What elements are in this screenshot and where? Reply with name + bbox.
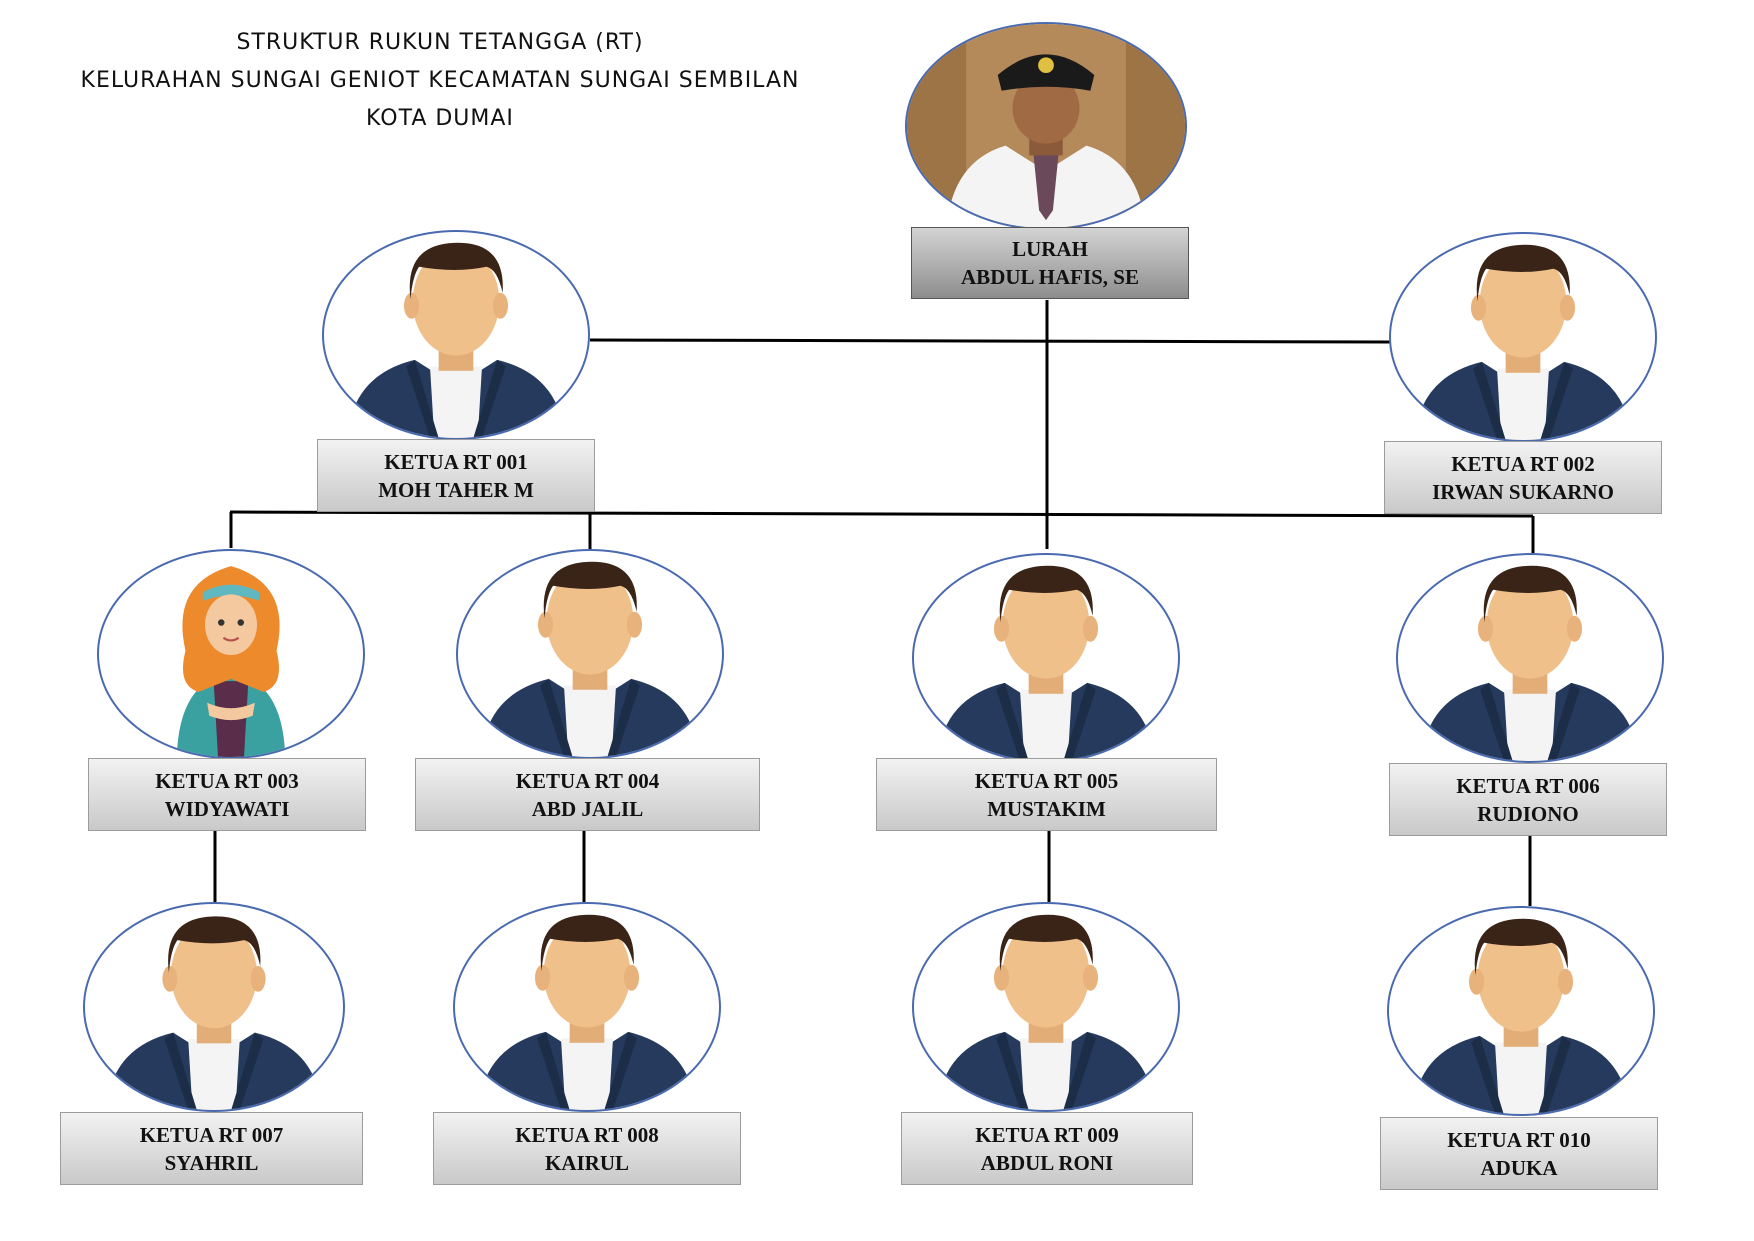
rt010-role: KETUA RT 010 [1447, 1127, 1591, 1152]
rt004-role: KETUA RT 004 [515, 768, 660, 793]
lurah-photo [905, 22, 1187, 230]
rt009-label: KETUA RT 009 ABDUL RONI [901, 1112, 1193, 1185]
connector-level2-bar [229, 510, 1534, 518]
rt001-label: KETUA RT 001 MOH TAHER M [317, 439, 595, 512]
rt002-avatar [1389, 232, 1657, 442]
rt004-avatar [456, 549, 724, 759]
title-line-3: KOTA DUMAI [366, 106, 514, 131]
title-line-2: KELURAHAN SUNGAI GENIOT KECAMATAN SUNGAI… [80, 68, 800, 93]
rt007-avatar [83, 902, 345, 1112]
rt005-role: KETUA RT 005 [974, 768, 1119, 793]
rt002-name: IRWAN SUKARNO [1432, 479, 1614, 504]
female-hijab-avatar-icon [99, 551, 363, 757]
male-avatar-icon [914, 555, 1178, 761]
rt002-role: KETUA RT 002 [1451, 451, 1595, 476]
lurah-label: LURAH ABDUL HAFIS, SE [911, 227, 1189, 299]
rt009-avatar [912, 902, 1180, 1112]
lurah-name: ABDUL HAFIS, SE [961, 265, 1139, 289]
rt001-name: MOH TAHER M [378, 477, 534, 502]
rt006-name: RUDIONO [1477, 801, 1579, 826]
rt001-avatar [322, 230, 590, 440]
rt004-name: ABD JALIL [531, 796, 644, 821]
male-avatar-icon [1389, 908, 1653, 1114]
rt008-avatar [453, 902, 721, 1112]
rt003-role: KETUA RT 003 [155, 768, 299, 793]
rt009-name: ABDUL RONI [980, 1150, 1114, 1175]
rt010-name: ADUKA [1480, 1155, 1558, 1180]
rt008-role: KETUA RT 008 [515, 1122, 659, 1147]
male-avatar-icon [85, 904, 343, 1110]
rt005-avatar [912, 553, 1180, 763]
male-avatar-icon [1398, 555, 1662, 761]
rt010-avatar [1387, 906, 1655, 1116]
rt003-label: KETUA RT 003 WIDYAWATI [88, 758, 366, 831]
rt009-role: KETUA RT 009 [975, 1122, 1119, 1147]
rt003-avatar [97, 549, 365, 759]
rt006-role: KETUA RT 006 [1456, 773, 1600, 798]
rt002-label: KETUA RT 002 IRWAN SUKARNO [1384, 441, 1662, 514]
rt006-label: KETUA RT 006 RUDIONO [1389, 763, 1667, 836]
rt005-name: MUSTAKIM [987, 796, 1106, 821]
male-avatar-icon [458, 551, 722, 757]
lurah-role: LURAH [1012, 237, 1088, 261]
chart-title: STRUKTUR RUKUN TETANGGA (RT) KELURAHAN S… [30, 24, 850, 138]
male-avatar-icon [1391, 234, 1655, 440]
rt005-label: KETUA RT 005 MUSTAKIM [876, 758, 1217, 831]
male-avatar-icon [324, 232, 588, 438]
male-avatar-icon [914, 904, 1178, 1110]
rt006-avatar [1396, 553, 1664, 763]
title-line-1: STRUKTUR RUKUN TETANGGA (RT) [236, 30, 644, 55]
rt004-label: KETUA RT 004 ABD JALIL [415, 758, 760, 831]
connector-level1-bar [589, 338, 1391, 344]
male-avatar-icon [455, 904, 719, 1110]
rt008-label: KETUA RT 008 KAIRUL [433, 1112, 741, 1185]
rt007-name: SYAHRIL [164, 1150, 259, 1175]
rt003-name: WIDYAWATI [164, 796, 290, 821]
rt007-label: KETUA RT 007 SYAHRIL [60, 1112, 363, 1185]
rt010-label: KETUA RT 010 ADUKA [1380, 1117, 1658, 1190]
rt007-role: KETUA RT 007 [139, 1122, 284, 1147]
rt001-role: KETUA RT 001 [384, 449, 528, 474]
rt008-name: KAIRUL [544, 1150, 629, 1175]
